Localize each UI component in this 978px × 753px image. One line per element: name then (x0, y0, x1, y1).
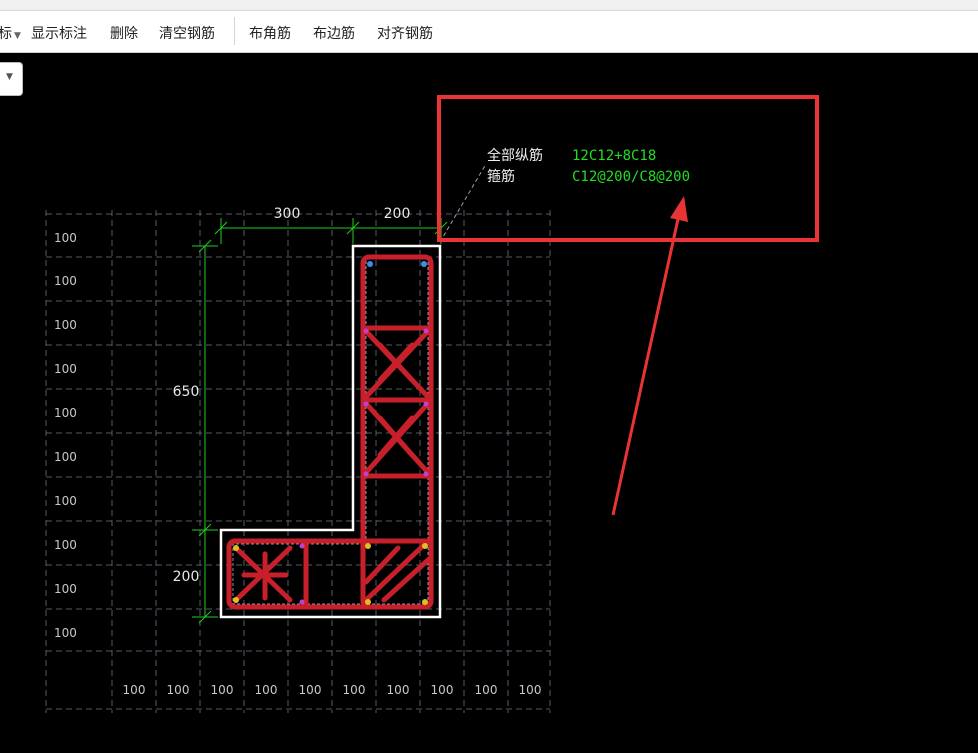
stirrups (226, 254, 434, 610)
rebar-dot (423, 328, 429, 334)
grid-row-label: 100 (54, 274, 77, 288)
rebar-dot (365, 543, 371, 549)
rebar-dot (299, 599, 305, 605)
dimension-top-right: 200 (384, 206, 411, 222)
rebar-dot (422, 599, 428, 605)
grid (45, 210, 551, 713)
stirrup-label: 箍筋 (487, 168, 515, 185)
rebar-dot (233, 545, 239, 551)
grid-col-label: 100 (431, 683, 454, 697)
grid-col-label: 100 (475, 683, 498, 697)
align-rebar-button[interactable]: 对齐钢筋 (377, 26, 433, 42)
rebar-dot (367, 261, 373, 267)
cross-tie (381, 557, 431, 603)
grid-col-label: 100 (299, 683, 322, 697)
grid-row-label: 100 (54, 582, 77, 596)
grid-col-label: 100 (519, 683, 542, 697)
grid-col-label: 100 (167, 683, 190, 697)
delete-button[interactable]: 删除 (110, 26, 138, 42)
grid-row-label: 100 (54, 231, 77, 245)
stirrup-value: C12@200/C8@200 (572, 169, 690, 185)
grid-col-label: 100 (387, 683, 410, 697)
toolbar: 标▼ 显示标注 删除 清空钢筋 布角筋 布边筋 对齐钢筋 (0, 11, 978, 53)
window-top-strip (0, 0, 978, 11)
annotation-box (437, 95, 819, 242)
annotation-arrow-shaft (611, 209, 682, 516)
rebar-dot (299, 543, 305, 549)
rebar-dot (421, 261, 427, 267)
rebar-dot (363, 471, 369, 477)
grid-row-label: 100 (54, 318, 77, 332)
show-annotation-button[interactable]: 显示标注 (31, 26, 87, 42)
cross-tie (377, 415, 415, 458)
rebar-dot (233, 597, 239, 603)
longitudinal-label: 全部纵筋 (487, 147, 543, 164)
grid-row-label: 100 (54, 362, 77, 376)
rebar-dot (422, 543, 428, 549)
cross-tie (377, 342, 415, 383)
rebar-dot (365, 599, 371, 605)
grid-row-label: 100 (54, 494, 77, 508)
grid-row-label: 100 (54, 450, 77, 464)
grid-col-label: 100 (255, 683, 278, 697)
grid-col-label: 100 (123, 683, 146, 697)
rebar-dot (423, 401, 429, 407)
partial-toolbar-item[interactable]: 标▼ (0, 26, 21, 42)
longitudinal-value: 12C12+8C18 (572, 148, 656, 164)
rebar-points (233, 261, 429, 605)
dimension-left-lower: 200 (173, 569, 200, 585)
rebar-dot (363, 328, 369, 334)
chevron-down-icon: ▼ (6, 72, 13, 82)
flange-stirrup (226, 538, 434, 610)
grid-row-label: 100 (54, 406, 77, 420)
section-outline (219, 244, 442, 619)
grid-col-label: 100 (343, 683, 366, 697)
dimension-left-upper: 650 (173, 384, 200, 400)
cross-tie (363, 545, 401, 585)
grid-labels: 100 100 100 100 100 100 100 100 100 100 100 100 100 1… (54, 231, 541, 697)
view-dropdown[interactable]: ▼ (0, 62, 23, 96)
grid-col-label: 100 (211, 683, 234, 697)
rebar-dot (423, 471, 429, 477)
rebar-dot (363, 401, 369, 407)
leader-line (439, 163, 487, 243)
annotation-arrow-head (670, 196, 688, 222)
toolbar-divider (234, 17, 235, 45)
place-corner-rebar-button[interactable]: 布角筋 (249, 26, 291, 42)
place-edge-rebar-button[interactable]: 布边筋 (313, 26, 355, 42)
grid-row-label: 100 (54, 538, 77, 552)
grid-row-label: 100 (54, 626, 77, 640)
clear-rebar-button[interactable]: 清空钢筋 (159, 26, 215, 42)
cross-tie (363, 538, 431, 603)
dimension-top-left: 300 (274, 206, 301, 222)
